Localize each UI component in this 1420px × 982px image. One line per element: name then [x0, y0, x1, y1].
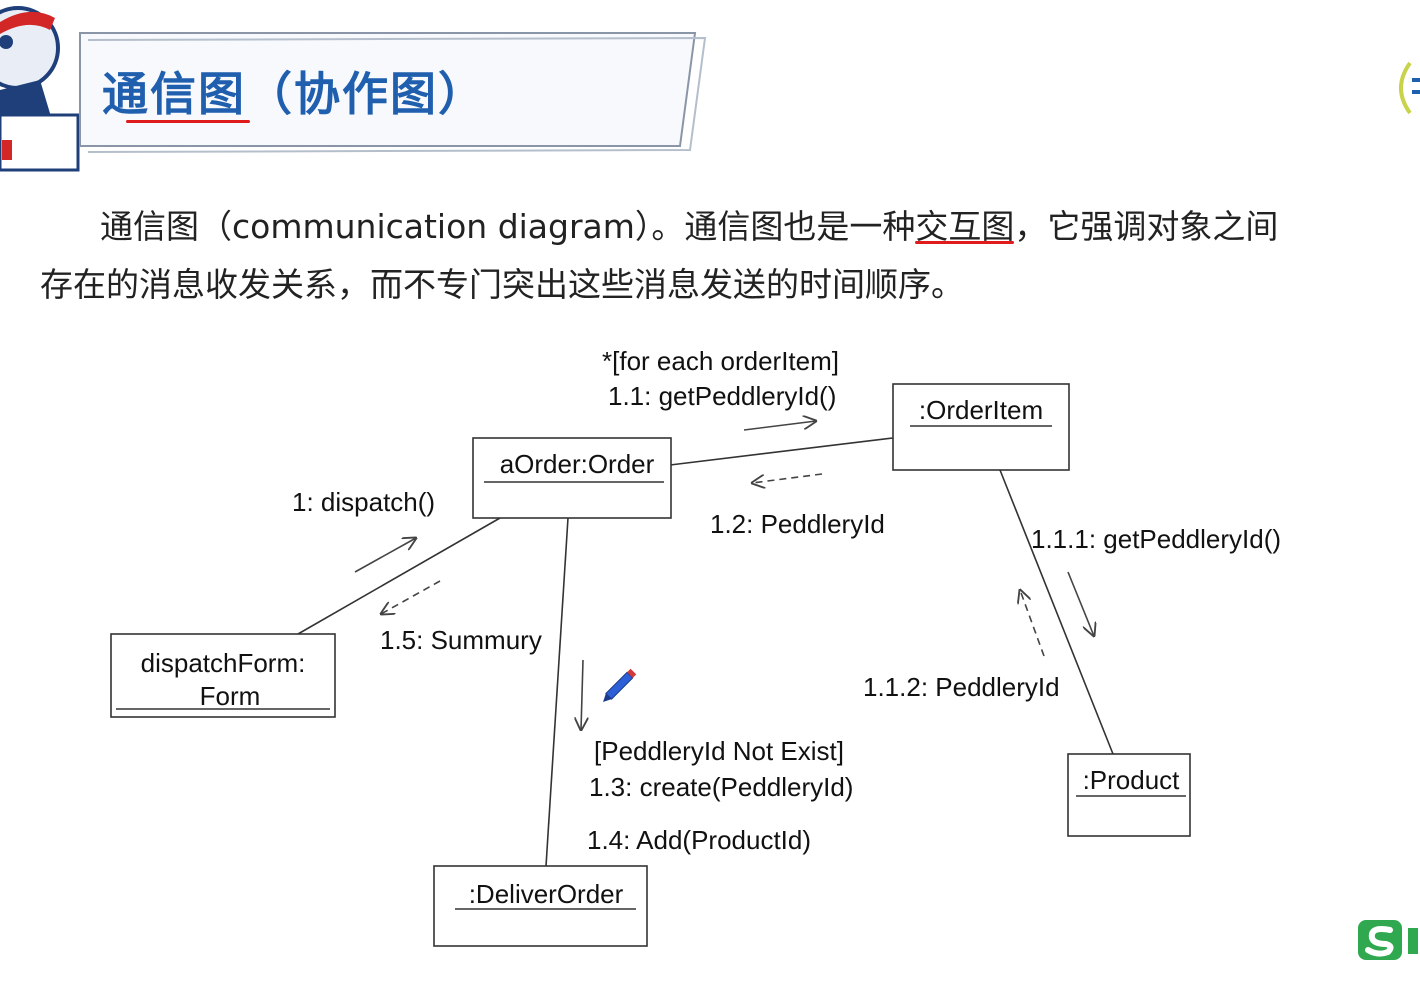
- object-orderitem-label: :OrderItem: [919, 395, 1043, 425]
- paragraph-line-2: 存在的消息收发关系，而不专门突出这些消息发送的时间顺序。: [40, 265, 964, 304]
- arrow-1-5-return: [381, 580, 441, 614]
- message-1-1-guard: *[for each orderItem]: [602, 346, 839, 376]
- message-1-1-2: 1.1.2: PeddleryId: [863, 672, 1060, 702]
- object-dispatchform-label-1: dispatchForm:: [141, 648, 306, 678]
- message-1-4: 1.4: Add(ProductId): [587, 825, 811, 855]
- arrow-1-3-create: [581, 659, 583, 730]
- link-order-dispatchform: [297, 517, 501, 635]
- message-1-1-1: 1.1.1: getPeddleryId(): [1031, 524, 1281, 554]
- message-1-2: 1.2: PeddleryId: [710, 509, 885, 539]
- message-1-5: 1.5: Summury: [380, 625, 542, 655]
- object-order: aOrder:Order: [472, 437, 672, 519]
- message-1-3: 1.3: create(PeddleryId): [589, 772, 853, 802]
- message-1-1: 1.1: getPeddleryId(): [608, 381, 836, 411]
- arrow-1-dispatch: [354, 538, 416, 573]
- link-orderitem-product: [999, 469, 1114, 755]
- page-title: 通信图（协作图）: [102, 67, 486, 121]
- arrow-1-1-2-return: [1020, 590, 1045, 657]
- object-dispatchform-label-2: Form: [200, 681, 261, 711]
- message-1: 1: dispatch(): [292, 487, 435, 517]
- arrow-1-1-1-call: [1067, 571, 1094, 636]
- highlighted-term: 交互图: [915, 207, 1015, 246]
- object-order-label: aOrder:Order: [500, 449, 655, 479]
- object-product-label: :Product: [1083, 765, 1181, 795]
- corner-mark-icon: [1399, 61, 1420, 115]
- title-banner: [79, 32, 707, 153]
- title-underline: [126, 120, 250, 123]
- object-dispatchform: dispatchForm: Form: [110, 633, 336, 718]
- arrow-1-1-call: [743, 421, 816, 431]
- description-paragraph: 通信图（communication diagram）。通信图也是一种交互图，它强…: [40, 198, 1400, 314]
- paragraph-line-1: 通信图（communication diagram）。通信图也是一种交互图，它强…: [40, 198, 1400, 256]
- message-1-3-guard: [PeddleryId Not Exist]: [594, 736, 844, 766]
- pen-cursor-icon: [603, 668, 637, 702]
- link-order-deliverorder: [545, 517, 569, 867]
- object-deliverorder: :DeliverOrder: [433, 865, 648, 947]
- link-order-orderitem: [669, 437, 894, 466]
- object-deliverorder-label: :DeliverOrder: [469, 879, 624, 909]
- object-orderitem: :OrderItem: [892, 383, 1070, 471]
- arrow-1-2-return: [752, 473, 823, 483]
- mascot-image: [0, 6, 80, 172]
- brand-logo-icon: [1358, 920, 1418, 960]
- paragraph-text: ，它强调对象之间: [1014, 207, 1279, 246]
- object-product: :Product: [1067, 753, 1191, 837]
- paragraph-text: 通信图（communication diagram）。通信图也是一种: [100, 207, 916, 246]
